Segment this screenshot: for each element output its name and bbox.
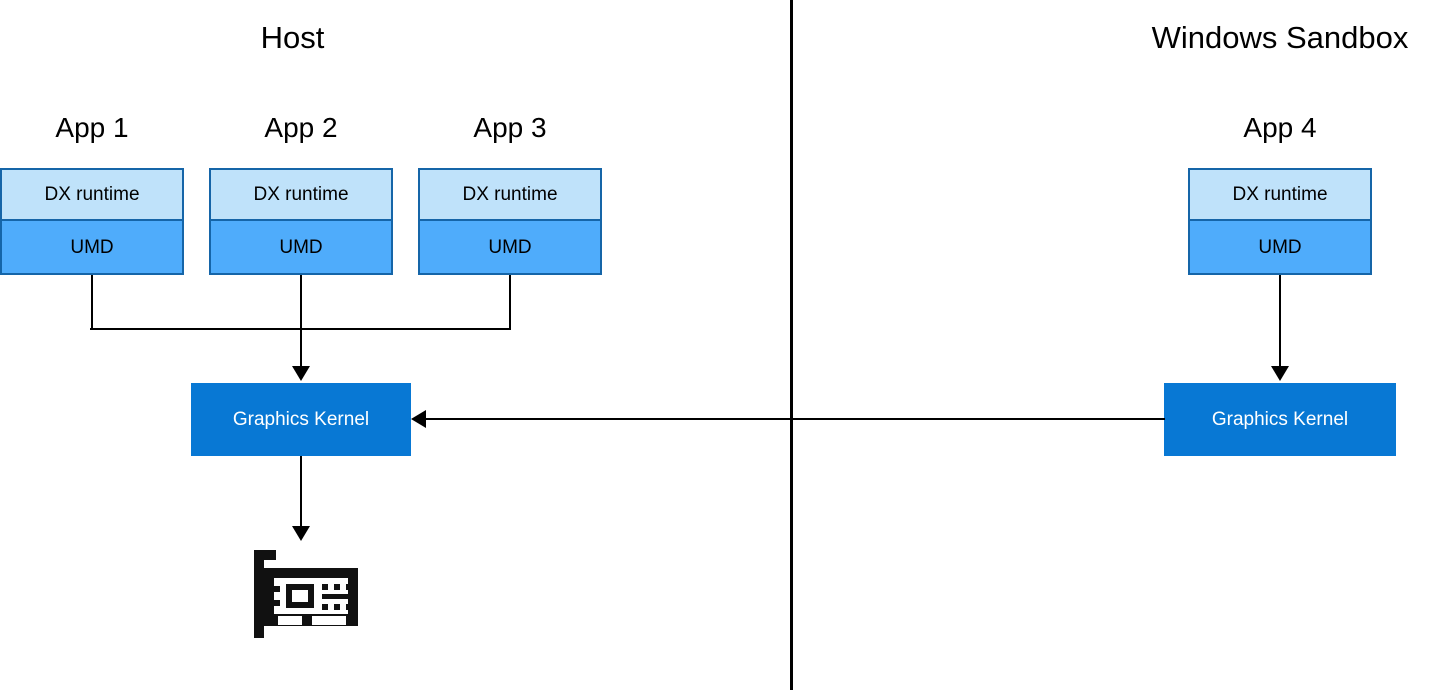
app-3-label: App 3	[473, 112, 547, 143]
connector-app3-drop	[509, 275, 511, 330]
connector-host-kernel-to-gpu	[300, 456, 302, 528]
connector-app2-to-host-kernel	[300, 275, 302, 368]
arrowhead-into-sandbox-kernel	[1271, 366, 1289, 381]
gpu-card-icon	[252, 548, 362, 640]
app-3-umd-layer: UMD	[420, 221, 600, 273]
app-4-box: DX runtime UMD	[1188, 168, 1372, 275]
app-1-label: App 1	[55, 112, 129, 143]
connector-sandbox-kernel-to-host-kernel	[425, 418, 1165, 420]
app-1-dx-runtime-layer: DX runtime	[2, 170, 182, 221]
connector-app1-drop	[91, 275, 93, 330]
app-4-label: App 4	[1243, 112, 1317, 143]
app-4-umd-layer: UMD	[1190, 221, 1370, 273]
host-graphics-kernel-box: Graphics Kernel	[191, 383, 411, 456]
app-2-label: App 2	[264, 112, 338, 143]
app-4-dx-runtime-layer: DX runtime	[1190, 170, 1370, 221]
app-1-umd-layer: UMD	[2, 221, 182, 273]
arrowhead-into-gpu	[292, 526, 310, 541]
app-1-box: DX runtime UMD	[0, 168, 184, 275]
arrowhead-into-host-kernel	[292, 366, 310, 381]
app-2-dx-runtime-layer: DX runtime	[211, 170, 391, 221]
app-2-box: DX runtime UMD	[209, 168, 393, 275]
host-section-title: Host	[260, 20, 325, 55]
connector-app4-to-sandbox-kernel	[1279, 275, 1281, 368]
host-sandbox-divider	[790, 0, 793, 690]
app-3-dx-runtime-layer: DX runtime	[420, 170, 600, 221]
arrowhead-into-host-kernel-from-sandbox	[411, 410, 426, 428]
app-3-box: DX runtime UMD	[418, 168, 602, 275]
sandbox-graphics-kernel-box: Graphics Kernel	[1164, 383, 1396, 456]
windows-sandbox-section-title: Windows Sandbox	[1151, 20, 1409, 55]
app-2-umd-layer: UMD	[211, 221, 391, 273]
